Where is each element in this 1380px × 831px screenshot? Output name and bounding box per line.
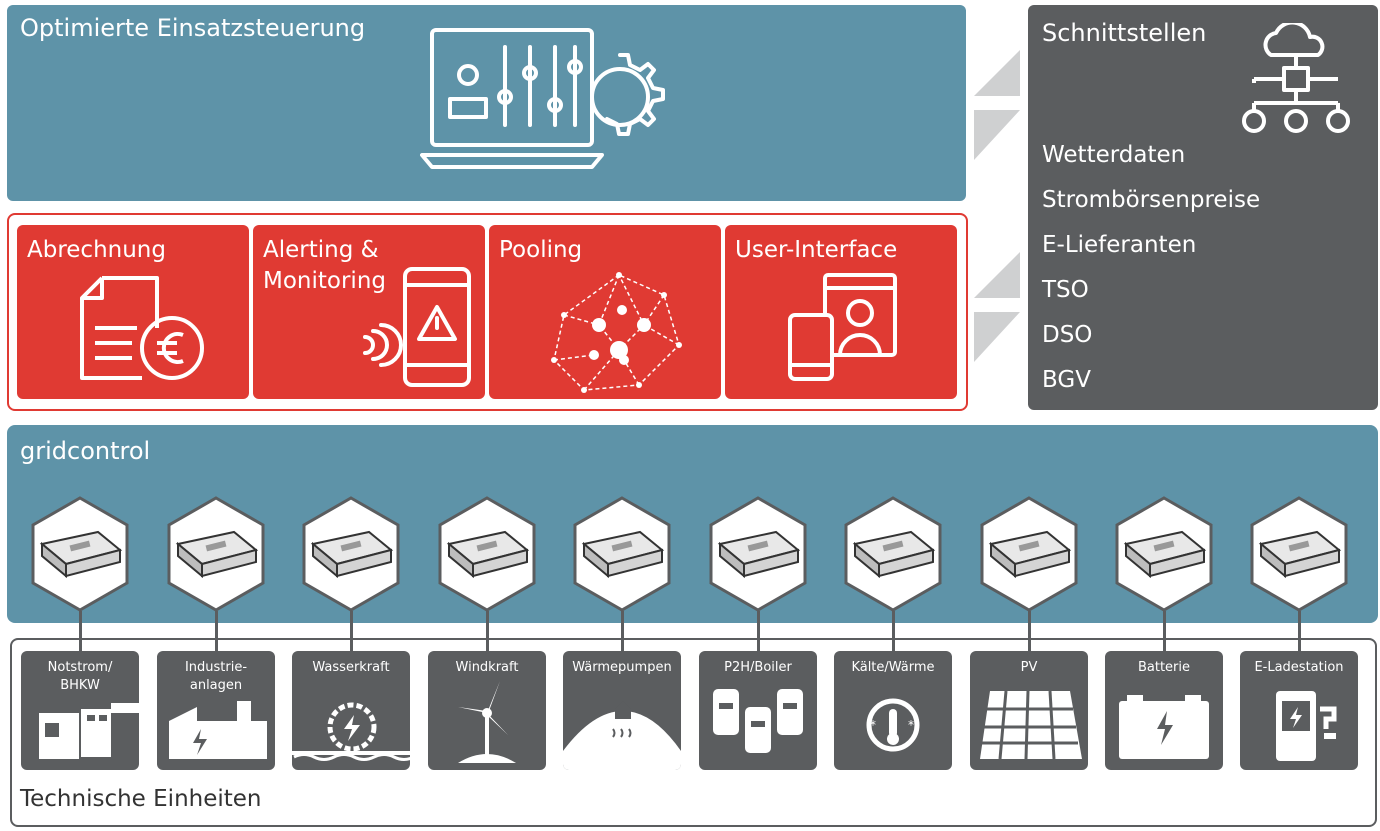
control-device-icon [852,530,936,579]
device-connector [1028,611,1031,651]
interface-item: TSO [1042,277,1089,303]
generator-icon [39,703,139,759]
cloud-hierarchy-icon [1242,23,1350,133]
control-device-icon [310,530,394,579]
control-device-icon [175,530,259,579]
device-connector [79,611,82,651]
unit-label: P2H/Boiler [724,660,792,675]
unit-card: Industrie- anlagen [157,651,275,770]
solar-panel-icon [980,690,1082,760]
control-device-icon [1258,530,1342,579]
control-device-hexagon [980,496,1078,612]
interface-item: BGV [1042,367,1091,393]
interfaces-list: Wetterdaten Strombörsenpreise E-Lieferan… [1042,133,1260,403]
phone-alert-icon [363,267,471,387]
user-screen-icon [788,273,897,381]
device-connector [1298,611,1301,651]
unit-card: E-Ladestation [1240,651,1358,770]
device-connector [1163,611,1166,651]
unit-card: Notstrom/ BHKW [21,651,139,770]
laptop-sliders-gear-icon [420,28,665,169]
interface-item: Wetterdaten [1042,142,1186,168]
interface-item: DSO [1042,322,1093,348]
control-device-hexagon [1250,496,1348,612]
device-connector [892,611,895,651]
interface-item: Strombörsenpreise [1042,187,1261,213]
interfaces-panel: Schnittstellen Wetterdaten Strombörsenpr… [1028,5,1378,410]
control-device-hexagon [302,496,400,612]
invoice-euro-icon [80,276,204,380]
module-label: Alerting & Monitoring [263,237,386,294]
module-abrechnung: Abrechnung [17,225,249,399]
boiler-tanks-icon [713,689,803,753]
control-device-hexagon [844,496,942,612]
module-label: Abrechnung [27,237,166,263]
control-device-icon [988,530,1072,579]
ev-charger-icon [1276,691,1337,761]
unit-card: Batterie [1105,651,1223,770]
control-device-icon [39,530,123,579]
module-pooling: Pooling [489,225,721,399]
device-connector [621,611,624,651]
interface-arrows-bottom [974,252,1020,362]
control-device-hexagon [1115,496,1213,612]
unit-label: E-Ladestation [1254,660,1344,675]
network-pool-icon [551,272,682,393]
unit-label: Wasserkraft [312,660,390,675]
control-device-hexagon [167,496,265,612]
control-device-icon [717,530,801,579]
unit-label: Notstrom/ BHKW [47,660,113,693]
svg-text:*: * [870,718,876,732]
modules-frame [7,213,968,411]
unit-label: Industrie- anlagen [184,660,248,693]
module-user-interface: User-Interface [725,225,957,399]
optimization-title: Optimierte Einsatzsteuerung [20,14,366,42]
svg-text:*: * [908,718,914,732]
water-turbine-icon [292,702,410,761]
unit-card: P2H/Boiler [699,651,817,770]
device-connector [757,611,760,651]
module-alerting: Alerting & Monitoring [253,225,485,399]
device-connector [215,611,218,651]
module-label: Pooling [499,237,583,263]
control-device-icon [1123,530,1207,579]
heat-pump-icon [563,701,681,770]
unit-card: PV [970,651,1088,770]
interface-item: E-Lieferanten [1042,232,1197,258]
battery-icon [1119,695,1209,759]
device-connector [350,611,353,651]
device-connector [486,611,489,651]
unit-label: Kälte/Wärme [851,660,935,675]
unit-card: Windkraft [428,651,546,770]
control-device-hexagon [709,496,807,612]
unit-card: Kälte/Wärme** [834,651,952,770]
control-device-hexagon [438,496,536,612]
thermometer-cycle-icon: ** [866,698,920,752]
units-title: Technische Einheiten [20,786,262,812]
unit-label: Batterie [1137,660,1191,675]
unit-card: Wärmepumpen [563,651,681,770]
unit-label: Windkraft [455,660,519,675]
unit-label: Wärmepumpen [572,660,672,675]
control-device-icon [446,530,530,579]
module-label: User-Interface [735,237,898,263]
control-device-hexagon [573,496,671,612]
interface-arrows-top [974,50,1020,160]
units-frame [10,638,1377,827]
unit-label: PV [1020,660,1038,675]
interfaces-title: Schnittstellen [1042,19,1207,47]
gridcontrol-title: gridcontrol [20,437,151,465]
factory-icon [169,701,267,759]
unit-card: Wasserkraft [292,651,410,770]
wind-turbine-icon [458,681,516,763]
control-device-hexagon [31,496,129,612]
control-device-icon [581,530,665,579]
